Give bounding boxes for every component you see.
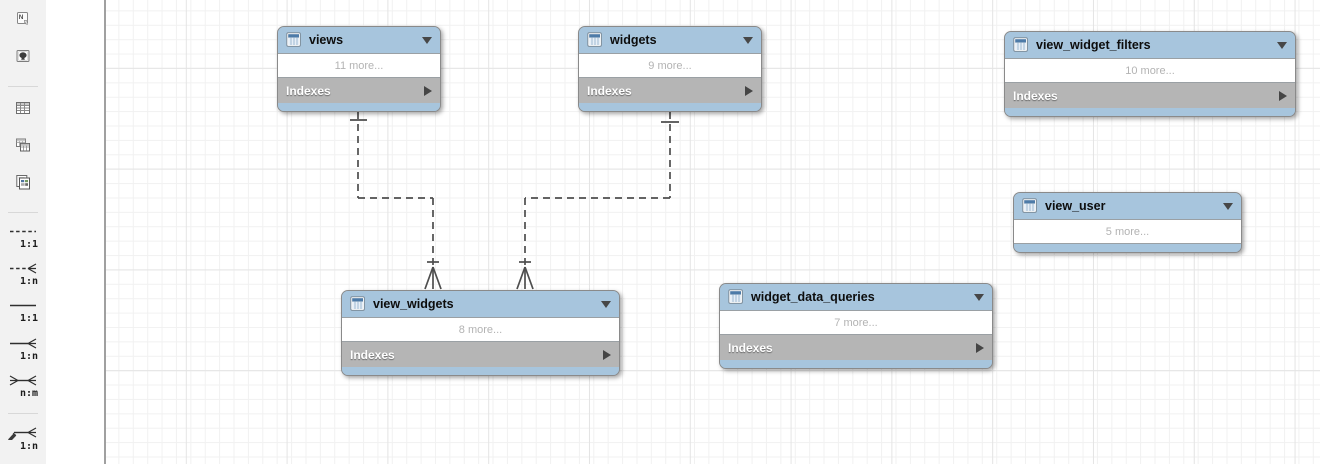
tool-cardinality-label: 1:n — [19, 276, 38, 288]
table-header[interactable]: view_widgets — [342, 291, 619, 317]
table-header[interactable]: views — [278, 27, 440, 53]
table-node-widgets[interactable]: widgets 9 more... Indexes — [578, 26, 762, 112]
collapsed-columns-row[interactable]: 8 more... — [342, 317, 619, 342]
table-node-view_widget_filters[interactable]: view_widget_filters 10 more... Indexes — [1004, 31, 1296, 117]
tool-cardinality-label: 1:1 — [19, 239, 38, 250]
rel-1n-solid-icon — [6, 337, 40, 355]
indexes-section[interactable]: Indexes — [1005, 83, 1295, 108]
expand-arrow-icon[interactable] — [603, 349, 611, 360]
toolbar-separator — [8, 212, 38, 213]
expand-arrow-icon[interactable] — [976, 342, 984, 353]
collapse-chevron-icon[interactable] — [1277, 41, 1287, 49]
collapsed-columns-row[interactable]: 7 more... — [720, 310, 992, 335]
place-table-tool[interactable] — [10, 99, 36, 121]
table-name: widget_data_queries — [751, 290, 875, 304]
toolbar-gutter — [46, 0, 104, 464]
view-icon — [14, 136, 32, 159]
table-node-widget_data_queries[interactable]: widget_data_queries 7 more... Indexes — [719, 283, 993, 369]
rel-1n-existing-icon — [6, 426, 40, 445]
tool-cardinality-label: 1:n — [19, 350, 38, 362]
indexes-label: Indexes — [1013, 88, 1058, 103]
indexes-label: Indexes — [286, 83, 331, 98]
tool-palette: N 1:1 1:n 1:1 1:n n:m 1:n — [0, 0, 46, 464]
canvas-divider — [104, 0, 106, 464]
rel-1-n-non-identifying-tool[interactable]: 1:n — [6, 262, 40, 287]
rel-1n-dashed-icon — [6, 262, 40, 280]
table-name: view_user — [1045, 199, 1106, 213]
table-bottom-strip — [1005, 108, 1295, 116]
collapse-chevron-icon[interactable] — [743, 36, 753, 44]
table-icon — [1013, 37, 1029, 53]
expand-arrow-icon[interactable] — [1279, 90, 1287, 101]
svg-text:N: N — [19, 14, 24, 21]
tool-cardinality-label: 1:1 — [19, 313, 38, 325]
collapsed-columns-row[interactable]: 5 more... — [1014, 219, 1241, 244]
expand-arrow-icon[interactable] — [745, 85, 753, 96]
more-columns-label: 11 more... — [334, 59, 384, 72]
indexes-label: Indexes — [350, 347, 395, 362]
table-node-views[interactable]: views 11 more...Indexes — [277, 26, 441, 112]
rel-1-1-non-identifying-tool[interactable]: 1:1 — [6, 225, 40, 250]
indexes-section[interactable]: Indexes — [278, 78, 440, 103]
rel-existing-columns-tool[interactable]: 1:n — [6, 426, 40, 452]
rel-nm-icon — [6, 374, 40, 392]
table-node-view_widgets[interactable]: view_widgets 8 more... Indexes — [341, 290, 620, 376]
indexes-section[interactable]: Indexes — [342, 342, 619, 367]
more-columns-label: 5 more... — [1105, 225, 1150, 238]
toolbar-separator — [8, 86, 38, 87]
routine-group-icon — [14, 173, 32, 196]
table-header[interactable]: view_user — [1014, 193, 1241, 219]
table-icon — [14, 99, 32, 122]
tool-cardinality-label: 1:n — [19, 441, 38, 453]
indexes-label: Indexes — [587, 83, 632, 98]
image-icon — [14, 47, 32, 70]
table-name: views — [309, 33, 344, 47]
more-columns-label: 9 more... — [648, 59, 692, 72]
table-bottom-strip — [579, 103, 761, 111]
toolbar-separator — [8, 413, 38, 415]
table-icon — [286, 32, 302, 48]
place-routine-group-tool[interactable] — [10, 173, 36, 195]
table-name: widgets — [610, 33, 657, 47]
table-name: view_widget_filters — [1036, 38, 1151, 52]
place-text-object-tool[interactable]: N — [10, 10, 36, 32]
collapsed-columns-row[interactable]: 10 more... — [1005, 58, 1295, 83]
table-bottom-strip — [278, 103, 440, 111]
table-header[interactable]: widgets — [579, 27, 761, 53]
rel-11-dashed-icon — [6, 225, 40, 243]
table-icon — [728, 289, 744, 305]
rel-1-1-identifying-tool[interactable]: 1:1 — [6, 299, 40, 324]
more-columns-label: 8 more... — [458, 323, 503, 336]
expand-arrow-icon[interactable] — [424, 85, 432, 96]
table-header[interactable]: view_widget_filters — [1005, 32, 1295, 58]
table-header[interactable]: widget_data_queries — [720, 284, 992, 310]
rel-11-solid-icon — [6, 299, 40, 317]
collapse-chevron-icon[interactable] — [1223, 202, 1233, 210]
place-image-tool[interactable] — [10, 47, 36, 69]
table-icon — [1022, 198, 1038, 214]
rel-1-n-identifying-tool[interactable]: 1:n — [6, 337, 40, 362]
indexes-section[interactable]: Indexes — [579, 78, 761, 103]
note-icon: N — [14, 10, 32, 33]
table-bottom-strip — [720, 360, 992, 368]
indexes-section[interactable]: Indexes — [720, 335, 992, 360]
collapse-chevron-icon[interactable] — [974, 293, 984, 301]
table-icon — [350, 296, 366, 312]
more-columns-label: 7 more... — [834, 316, 878, 329]
collapsed-columns-row[interactable]: 9 more... — [579, 53, 761, 78]
rel-n-m-tool[interactable]: n:m — [6, 374, 40, 399]
tool-cardinality-label: n:m — [19, 387, 38, 399]
collapse-chevron-icon[interactable] — [601, 300, 611, 308]
indexes-label: Indexes — [728, 340, 773, 355]
table-bottom-strip — [1014, 244, 1241, 252]
collapsed-columns-row[interactable]: 11 more... — [278, 53, 440, 78]
table-name: view_widgets — [373, 297, 454, 311]
collapse-chevron-icon[interactable] — [422, 36, 432, 44]
table-icon — [587, 32, 603, 48]
more-columns-label: 10 more... — [1125, 64, 1175, 77]
table-node-view_user[interactable]: view_user 5 more... — [1013, 192, 1242, 253]
place-view-tool[interactable] — [10, 136, 36, 158]
table-bottom-strip — [342, 367, 619, 375]
